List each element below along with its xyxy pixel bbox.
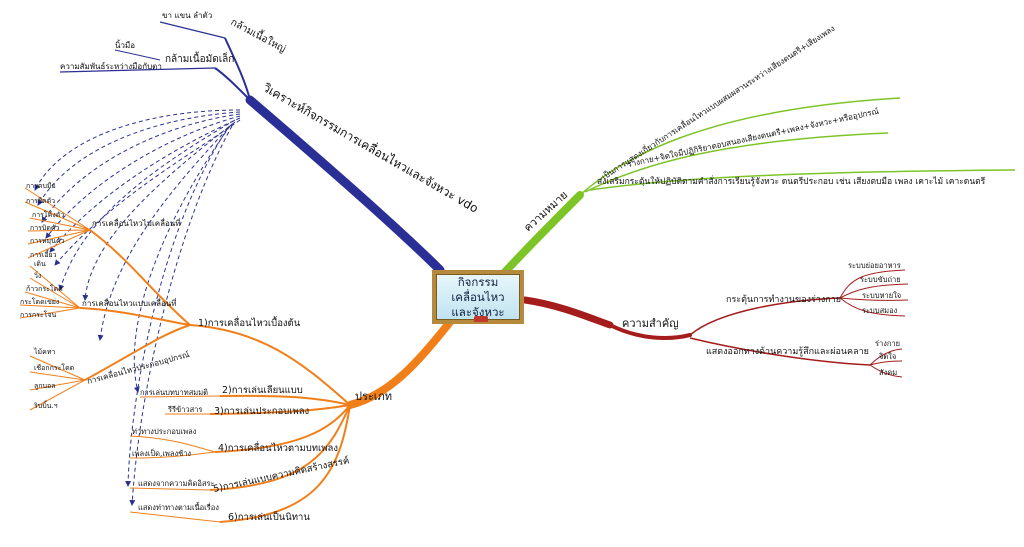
lyrics-item-0: ท่าทางประกอบเพลง xyxy=(132,427,197,436)
moving-item-4: การกระโจน xyxy=(20,310,57,319)
small-muscle-item-1: ความสัมพันธ์ระหว่างมือกับตา xyxy=(60,61,162,71)
moving-item-1: วิ่ง xyxy=(34,271,41,280)
stimulate-label: กระตุ้นการทำงานของร่างกาย xyxy=(726,294,841,305)
branch-importance: ความสำคัญ กระตุ้นการทำงานของร่างกาย ระบบ… xyxy=(521,261,909,378)
express-item-2: สังคม xyxy=(879,368,897,377)
equipment-item-1: เชือกกระโดด xyxy=(34,363,74,372)
imitate-label: 2)การเล่นเลียนแบบ xyxy=(222,384,303,396)
branch-meaning: ความหมาย เป็นการแสดงเกี่ยวกับการเคลื่อนไ… xyxy=(501,22,1016,276)
express-label: แสดงออกทางด้านความรู้สึกและผ่อนคลาย xyxy=(706,346,869,357)
stationary-item-3: การบิดตัว xyxy=(30,224,59,232)
imitate-item: การเล่นบทบาทสมมติ xyxy=(140,388,208,397)
song-item: รีรีข้าวสาร xyxy=(167,405,202,414)
small-muscle-label: กล้ามเนื้อมัดเล็ก xyxy=(165,51,234,65)
creative-label: 5)การเล่นแบบความคิดสร้างสรรค์ xyxy=(212,454,350,495)
book-icon xyxy=(474,316,488,322)
song-label: 3)การเล่นประกอบเพลง xyxy=(214,406,309,417)
branch-analyze-main-line xyxy=(245,95,445,275)
stationary-label: การเคลื่อนไหวไม่เคลื่อนที่ xyxy=(92,217,181,228)
equipment-item-2: ลูกบอล xyxy=(34,382,55,390)
moving-item-2: ก้าวกระโดด xyxy=(26,284,63,293)
large-muscle-item: ขา แขน ลำตัว xyxy=(162,11,212,20)
equipment-item-0: ไม้คทา xyxy=(33,347,55,356)
meaning-item-2: ส่งเสริมกระตุ้นให้ปฏิบัติตามคำสั่งการเรี… xyxy=(597,175,986,187)
equipment-label: การเคลื่อนไหวประกอบอุปกรณ์ xyxy=(86,348,191,386)
express-item-1: จิตใจ xyxy=(878,352,896,361)
story-label: 6)การเล่นเป็นนิทาน xyxy=(228,510,310,523)
creative-item: แสดงจากความคิดอิสระ xyxy=(138,479,215,488)
stimulate-item-1: ระบบขับถ่าย xyxy=(860,275,901,284)
stationary-item-5: การเอี้ยว xyxy=(30,248,57,259)
stimulate-item-3: ระบบสมอง xyxy=(862,306,898,315)
basic-label: 1)การเคลื่อนไหวเบื้องต้น xyxy=(198,316,301,329)
stationary-item-4: การหมุนตัว xyxy=(30,237,64,245)
small-muscle-item-0: นิ้วมือ xyxy=(115,39,135,50)
dashed-links xyxy=(34,109,241,506)
importance-label: ความสำคัญ xyxy=(622,317,679,330)
story-item: แสดงท่าทางตามเนื้อเรื่อง xyxy=(138,502,219,512)
stationary-item-1: การยืดตัว xyxy=(26,197,55,205)
branch-types xyxy=(19,187,454,523)
lyrics-label: 4)การเคลื่อนไหวตามบทเพลง xyxy=(218,441,338,454)
equipment-item-3: ริบบิ้น.ฯ xyxy=(34,399,58,410)
branch-analyze: วิเคราะห์กิจกรรมการเคลื่อนไหวและจังหวะ v… xyxy=(59,11,482,275)
types-label: ประเภท xyxy=(355,390,392,403)
analyze-label: วิเคราะห์กิจกรรมการเคลื่อนไหวและจังหวะ v… xyxy=(260,79,481,216)
moving-item-0: เดิน xyxy=(34,260,46,268)
stimulate-item-0: ระบบย่อยอาหาร xyxy=(848,261,901,270)
express-item-0: ร่างกาย xyxy=(875,339,900,348)
stationary-item-0: การตบมือ xyxy=(26,182,56,190)
central-topic[interactable]: กิจกรรมเคลื่อนไหว และจังหวะ xyxy=(432,270,524,324)
lyrics-item-1: เพลงเป็ด,เพลงช้าง xyxy=(132,448,191,458)
large-muscle-label: กล้ามเนื้อใหญ่ xyxy=(229,14,289,55)
moving-label: การเคลื่อนไหวแบบเคลื่อนที่ xyxy=(82,297,177,308)
stationary-item-2: การโค้งตัว xyxy=(32,210,64,219)
moving-item-3: กระโดดเขย่ง xyxy=(20,297,59,306)
central-topic-line-2: และจังหวะ xyxy=(451,304,505,319)
stimulate-item-2: ระบบหายใจ xyxy=(862,291,901,300)
central-topic-line-1: กิจกรรมเคลื่อนไหว xyxy=(451,274,505,304)
